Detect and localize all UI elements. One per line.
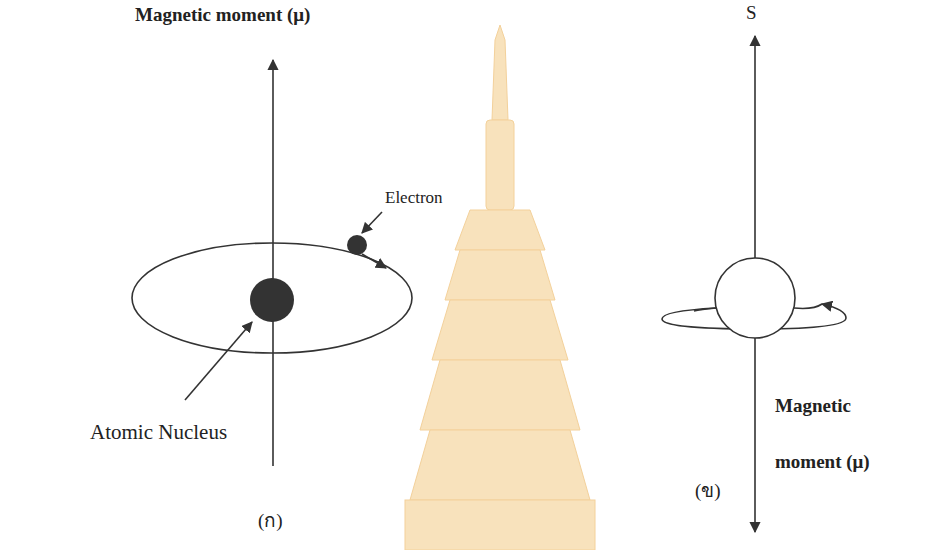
axis-title: Magnetic moment (μ) (135, 4, 310, 27)
tower-tier (420, 360, 580, 430)
watermark-tower (405, 25, 595, 550)
electron-motion-arrow (362, 254, 386, 268)
orbit-ellipse (132, 243, 412, 353)
tower-tier (455, 210, 545, 250)
part-label: Atomic Nucleus (90, 420, 227, 445)
part-label: Electron (385, 188, 443, 208)
panel-label: (ข) (695, 480, 721, 503)
spinning-electron (715, 258, 795, 338)
tower-tier (432, 300, 568, 360)
spire (492, 25, 508, 120)
axis-label: S (746, 2, 757, 25)
leader-line (362, 212, 382, 233)
tower-tier (410, 430, 590, 500)
tower-base (405, 500, 595, 550)
spin-rotation-front (694, 308, 716, 311)
tower-neck (486, 120, 514, 210)
electron-dot (347, 235, 367, 255)
panel-label: (ก) (258, 510, 283, 533)
spin-rotation-front (794, 304, 822, 309)
atomic-nucleus (250, 278, 294, 322)
tower-tier (445, 250, 555, 300)
leader-line (185, 322, 252, 400)
spin-axis-arrow (754, 36, 756, 258)
orbit-figure (132, 60, 412, 466)
moment-arrow (754, 338, 756, 532)
axis-title: Magnetic moment (μ) (775, 378, 893, 490)
